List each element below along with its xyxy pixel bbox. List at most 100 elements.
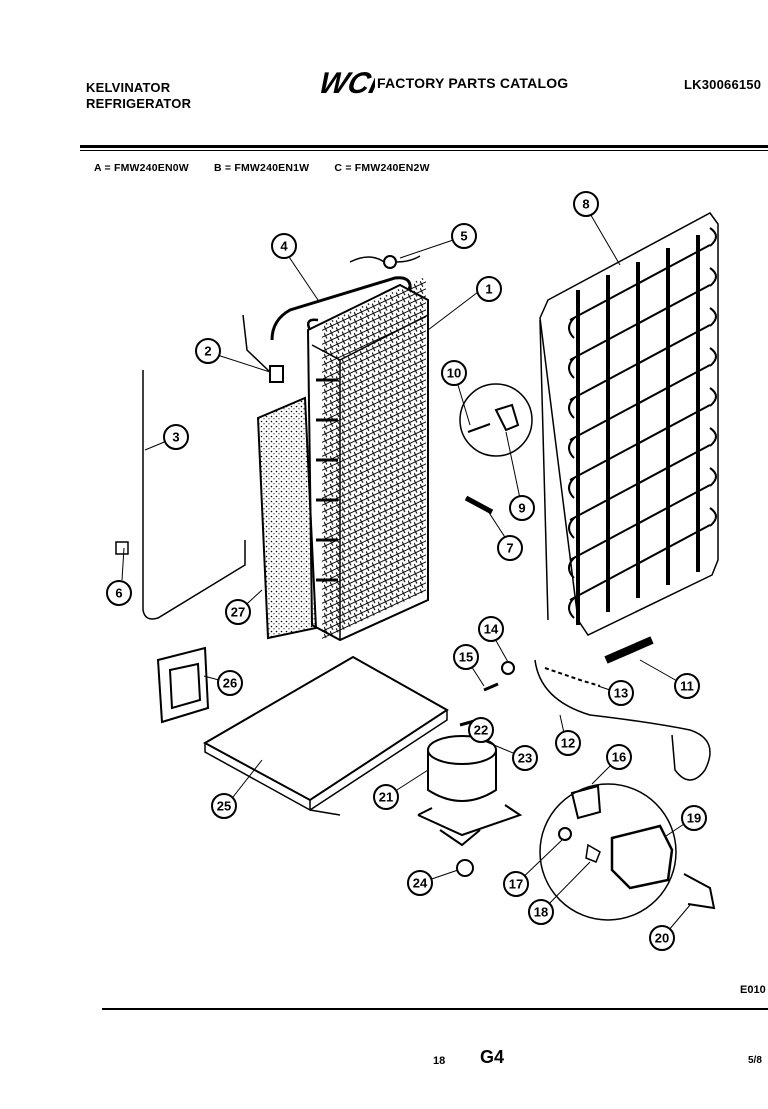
callout-27: 27	[225, 599, 251, 625]
callout-circle	[407, 870, 433, 896]
diagram-code: E010	[740, 984, 766, 996]
callout-circle	[606, 744, 632, 770]
page-grid: G4	[480, 1047, 505, 1067]
drier	[604, 636, 654, 664]
callout-circle	[509, 495, 535, 521]
heater-element	[464, 495, 494, 515]
tube-fitting	[544, 667, 601, 687]
callout-label: 16	[612, 750, 626, 765]
header-rule	[80, 145, 768, 148]
callout-circle	[451, 223, 477, 249]
callout-20: 20	[649, 925, 675, 951]
callout-label: 20	[655, 931, 669, 946]
callout-16: 16	[606, 744, 632, 770]
base-plate	[202, 655, 449, 816]
callout-circle	[573, 191, 599, 217]
screw	[467, 423, 491, 433]
brand-line-1: KELVINATOR	[86, 80, 171, 95]
callout-label: 7	[506, 541, 513, 556]
drain-tube	[270, 276, 412, 341]
callout-label: 10	[447, 366, 461, 381]
variant-b: B = FMW240EN1W	[214, 162, 310, 174]
callout-label: 25	[217, 799, 231, 814]
evaporator	[306, 276, 429, 642]
callout-circle	[497, 535, 523, 561]
callout-21: 21	[373, 784, 399, 810]
callout-circle	[441, 360, 467, 386]
footer-rule	[102, 1008, 768, 1010]
callout-25: 25	[211, 793, 237, 819]
callout-circle	[106, 580, 132, 606]
callout-circle	[503, 871, 529, 897]
callout-19: 19	[681, 805, 707, 831]
bolt	[483, 682, 499, 692]
callout-8: 8	[573, 191, 599, 217]
callout-11: 11	[674, 673, 700, 699]
callout-label: 17	[509, 877, 523, 892]
callout-circle	[478, 616, 504, 642]
callout-label: 18	[534, 905, 548, 920]
callout-label: 6	[115, 586, 122, 601]
tubing	[534, 659, 711, 781]
compressor-grommet	[456, 859, 474, 877]
callout-label: 13	[614, 686, 628, 701]
print-date: 5/8	[748, 1055, 762, 1066]
clip	[115, 541, 129, 555]
callout-23: 23	[512, 745, 538, 771]
callout-12: 12	[555, 730, 581, 756]
callout-26: 26	[217, 670, 243, 696]
callout-label: 1	[485, 282, 492, 297]
part-number: LK30066150	[684, 77, 762, 92]
callout-1: 1	[476, 276, 502, 302]
callout-label: 22	[474, 723, 488, 738]
model-variants: A = FMW240EN0W B = FMW240EN1W C = FMW240…	[94, 162, 452, 174]
callout-3: 3	[163, 424, 189, 450]
callout-18: 18	[528, 899, 554, 925]
thermostat	[349, 255, 421, 269]
start-relay	[570, 784, 602, 820]
callout-circle	[211, 793, 237, 819]
wire-clip	[683, 873, 716, 910]
callout-circle	[649, 925, 675, 951]
callout-15: 15	[453, 644, 479, 670]
variant-a: A = FMW240EN0W	[94, 162, 189, 174]
callout-14: 14	[478, 616, 504, 642]
callout-circle	[195, 338, 221, 364]
compressor	[417, 735, 523, 847]
callout-4: 4	[271, 233, 297, 259]
overload-protector	[558, 827, 572, 841]
callout-label: 27	[231, 605, 245, 620]
callout-17: 17	[503, 871, 529, 897]
callout-9: 9	[509, 495, 535, 521]
callout-circle	[476, 276, 502, 302]
callout-label: 24	[413, 876, 428, 891]
callout-circle	[528, 899, 554, 925]
callout-circle	[163, 424, 189, 450]
callout-circle	[468, 717, 494, 743]
callout-5: 5	[451, 223, 477, 249]
callout-label: 3	[172, 430, 179, 445]
page-number: 18	[433, 1055, 446, 1067]
callout-circle	[608, 680, 634, 706]
callout-label: 5	[460, 229, 467, 244]
callout-2: 2	[195, 338, 221, 364]
condenser-coil	[539, 212, 719, 636]
sensor-tube	[242, 314, 271, 373]
callout-label: 12	[561, 736, 575, 751]
callout-circle	[681, 805, 707, 831]
capillary-tube	[142, 370, 246, 620]
sensor-block	[269, 365, 284, 383]
variant-c: C = FMW240EN2W	[334, 162, 430, 174]
callout-label: 9	[518, 501, 525, 516]
brand-line-2: REFRIGERATOR	[86, 96, 192, 111]
filter-panel	[256, 396, 318, 640]
grommet	[501, 661, 515, 675]
callout-24: 24	[407, 870, 433, 896]
callout-label: 26	[223, 676, 237, 691]
callout-label: 8	[582, 197, 589, 212]
callout-circle	[225, 599, 251, 625]
terminal-clip	[585, 843, 601, 863]
callout-10: 10	[441, 360, 467, 386]
callout-label: 4	[280, 239, 288, 254]
callout-label: 19	[687, 811, 701, 826]
